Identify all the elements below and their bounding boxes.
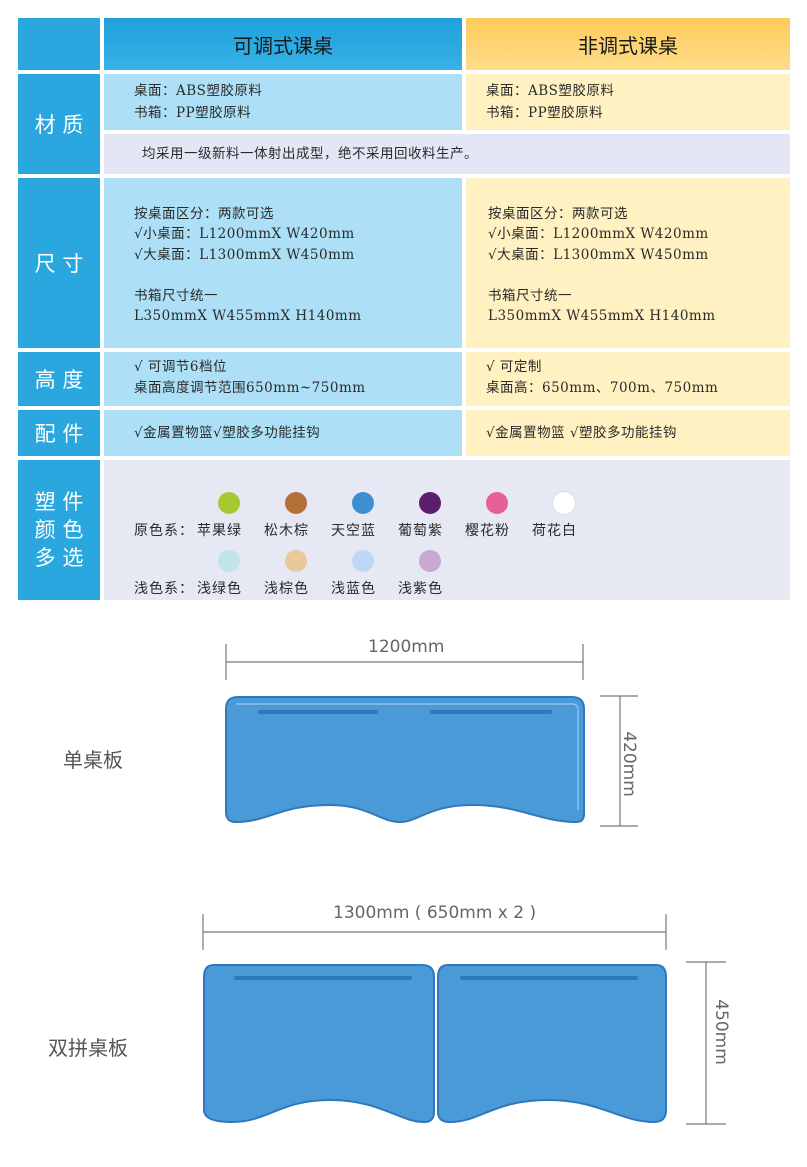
material-note-text: 均采用一级新料一体射出成型，绝不采用回收料生产。 xyxy=(142,146,478,162)
primary-color-name-6: 荷花白 xyxy=(532,523,577,539)
size-right-line-2: √小桌面：L1200mmX W420mm xyxy=(488,226,709,242)
material-header: 材 质 xyxy=(18,74,100,174)
colors-header-line-1: 塑 件 xyxy=(34,490,84,514)
double-length-label: 1300mm ( 650mm x 2 ) xyxy=(333,903,537,923)
material-row: 材 质 桌面：ABS塑胶原料 书箱：PP塑胶原料 桌面：ABS塑胶原料 书箱：P… xyxy=(18,74,790,174)
primary-swatch-2 xyxy=(285,492,307,514)
size-right-line-1: 按桌面区分：两款可选 xyxy=(488,206,628,222)
primary-color-name-4: 葡萄紫 xyxy=(398,523,443,539)
material-right-line-1: 桌面：ABS塑胶原料 xyxy=(486,83,615,99)
column-adjustable: 可调式课桌 xyxy=(104,18,462,70)
light-color-name-2: 浅棕色 xyxy=(264,581,309,597)
colors-header-line-3: 多 选 xyxy=(34,546,84,570)
colors-header-line-2: 颜 色 xyxy=(34,518,84,542)
light-swatch-1 xyxy=(218,550,240,572)
primary-color-name-2: 松木棕 xyxy=(264,523,309,539)
size-header: 尺 寸 xyxy=(18,178,100,348)
colors-header: 塑 件 颜 色 多 选 xyxy=(18,460,100,600)
size-left-line-4: 书箱尺寸统一 xyxy=(134,288,218,304)
primary-colors-label: 原色系： xyxy=(134,523,194,539)
primary-color-name-3: 天空蓝 xyxy=(331,523,376,539)
material-left-line-1: 桌面：ABS塑胶原料 xyxy=(134,83,263,99)
size-left-line-3: √大桌面：L1300mmX W450mm xyxy=(134,247,355,263)
accessories-left: √金属置物篮√塑胶多功能挂钩 xyxy=(104,410,462,456)
light-colors-label: 浅色系： xyxy=(134,581,194,597)
size-right-line-3: √大桌面：L1300mmX W450mm xyxy=(488,247,709,263)
material-note: 均采用一级新料一体射出成型，绝不采用回收料生产。 xyxy=(104,134,790,174)
size-right-line-5: L350mmX W455mmX H140mm xyxy=(488,308,716,324)
double-width-label: 450mm xyxy=(710,999,731,1065)
material-right-line-2: 书箱：PP塑胶原料 xyxy=(486,105,604,121)
light-swatch-2 xyxy=(285,550,307,572)
light-color-name-4: 浅紫色 xyxy=(398,581,443,597)
light-swatch-3 xyxy=(352,550,374,572)
height-left-line-2: 桌面高度调节范围650mm~750mm xyxy=(134,380,366,396)
primary-swatch-5 xyxy=(486,492,508,514)
accessories-right: √金属置物篮 √塑胶多功能挂钩 xyxy=(466,410,790,456)
material-right: 桌面：ABS塑胶原料 书箱：PP塑胶原料 xyxy=(466,74,790,130)
size-right: 按桌面区分：两款可选 √小桌面：L1200mmX W420mm √大桌面：L13… xyxy=(466,178,790,348)
height-left-line-1: √ 可调节6档位 xyxy=(134,359,227,375)
double-desk-board-right xyxy=(437,964,667,1124)
desk-diagrams xyxy=(202,644,726,1125)
accessories-row: 配 件 √金属置物篮√塑胶多功能挂钩 √金属置物篮 √塑胶多功能挂钩 xyxy=(18,410,790,456)
accessories-right-text: √金属置物篮 √塑胶多功能挂钩 xyxy=(486,425,677,441)
material-left: 桌面：ABS塑胶原料 书箱：PP塑胶原料 xyxy=(104,74,462,130)
single-dimension-lines xyxy=(225,644,638,827)
size-left: 按桌面区分：两款可选 √小桌面：L1200mmX W420mm √大桌面：L13… xyxy=(104,178,462,348)
colors-panel: 原色系： 浅色系： 苹果绿 松木棕 天空蓝 葡萄紫 樱花粉 荷花白 浅绿色 浅棕色 浅蓝色 浅紫… xyxy=(104,460,790,600)
light-color-name-1: 浅绿色 xyxy=(197,581,242,597)
double-desk-board-left xyxy=(203,964,435,1124)
column-fixed: 非调式课桌 xyxy=(466,18,790,70)
header-blank xyxy=(18,18,100,70)
primary-swatch-4 xyxy=(419,492,441,514)
height-right: √ 可定制 桌面高：650mm、700m、750mm xyxy=(466,352,790,406)
double-desk-label: 双拼桌板 xyxy=(48,1036,128,1060)
material-left-line-2: 书箱：PP塑胶原料 xyxy=(134,105,252,121)
size-row: 尺 寸 按桌面区分：两款可选 √小桌面：L1200mmX W420mm √大桌面… xyxy=(18,178,790,348)
height-row: 高 度 √ 可调节6档位 桌面高度调节范围650mm~750mm √ 可定制 桌… xyxy=(18,352,790,406)
size-left-line-5: L350mmX W455mmX H140mm xyxy=(134,308,362,324)
primary-swatch-1 xyxy=(218,492,240,514)
header-row: 可调式课桌 非调式课桌 xyxy=(18,18,790,70)
primary-color-name-1: 苹果绿 xyxy=(197,523,242,539)
single-desk-board xyxy=(225,696,585,824)
primary-color-name-5: 樱花粉 xyxy=(465,523,510,539)
height-right-line-1: √ 可定制 xyxy=(486,359,542,375)
accessories-left-text: √金属置物篮√塑胶多功能挂钩 xyxy=(134,425,321,441)
light-color-name-3: 浅蓝色 xyxy=(331,581,376,597)
height-left: √ 可调节6档位 桌面高度调节范围650mm~750mm xyxy=(104,352,462,406)
accessories-header: 配 件 xyxy=(18,410,100,456)
primary-swatch-3 xyxy=(352,492,374,514)
single-length-label: 1200mm xyxy=(368,637,445,657)
colors-row: 塑 件 颜 色 多 选 原色系： 浅色系： 苹果绿 松木棕 天空蓝 葡萄紫 樱花粉 荷花白… xyxy=(18,460,790,600)
size-left-line-2: √小桌面：L1200mmX W420mm xyxy=(134,226,355,242)
height-right-line-2: 桌面高：650mm、700m、750mm xyxy=(486,380,719,396)
light-swatch-4 xyxy=(419,550,441,572)
double-dimension-lines xyxy=(202,914,726,1125)
size-left-line-1: 按桌面区分：两款可选 xyxy=(134,206,274,222)
height-header: 高 度 xyxy=(18,352,100,406)
primary-swatch-6 xyxy=(553,492,575,514)
single-desk-label: 单桌板 xyxy=(63,748,123,772)
size-right-line-4: 书箱尺寸统一 xyxy=(488,288,572,304)
